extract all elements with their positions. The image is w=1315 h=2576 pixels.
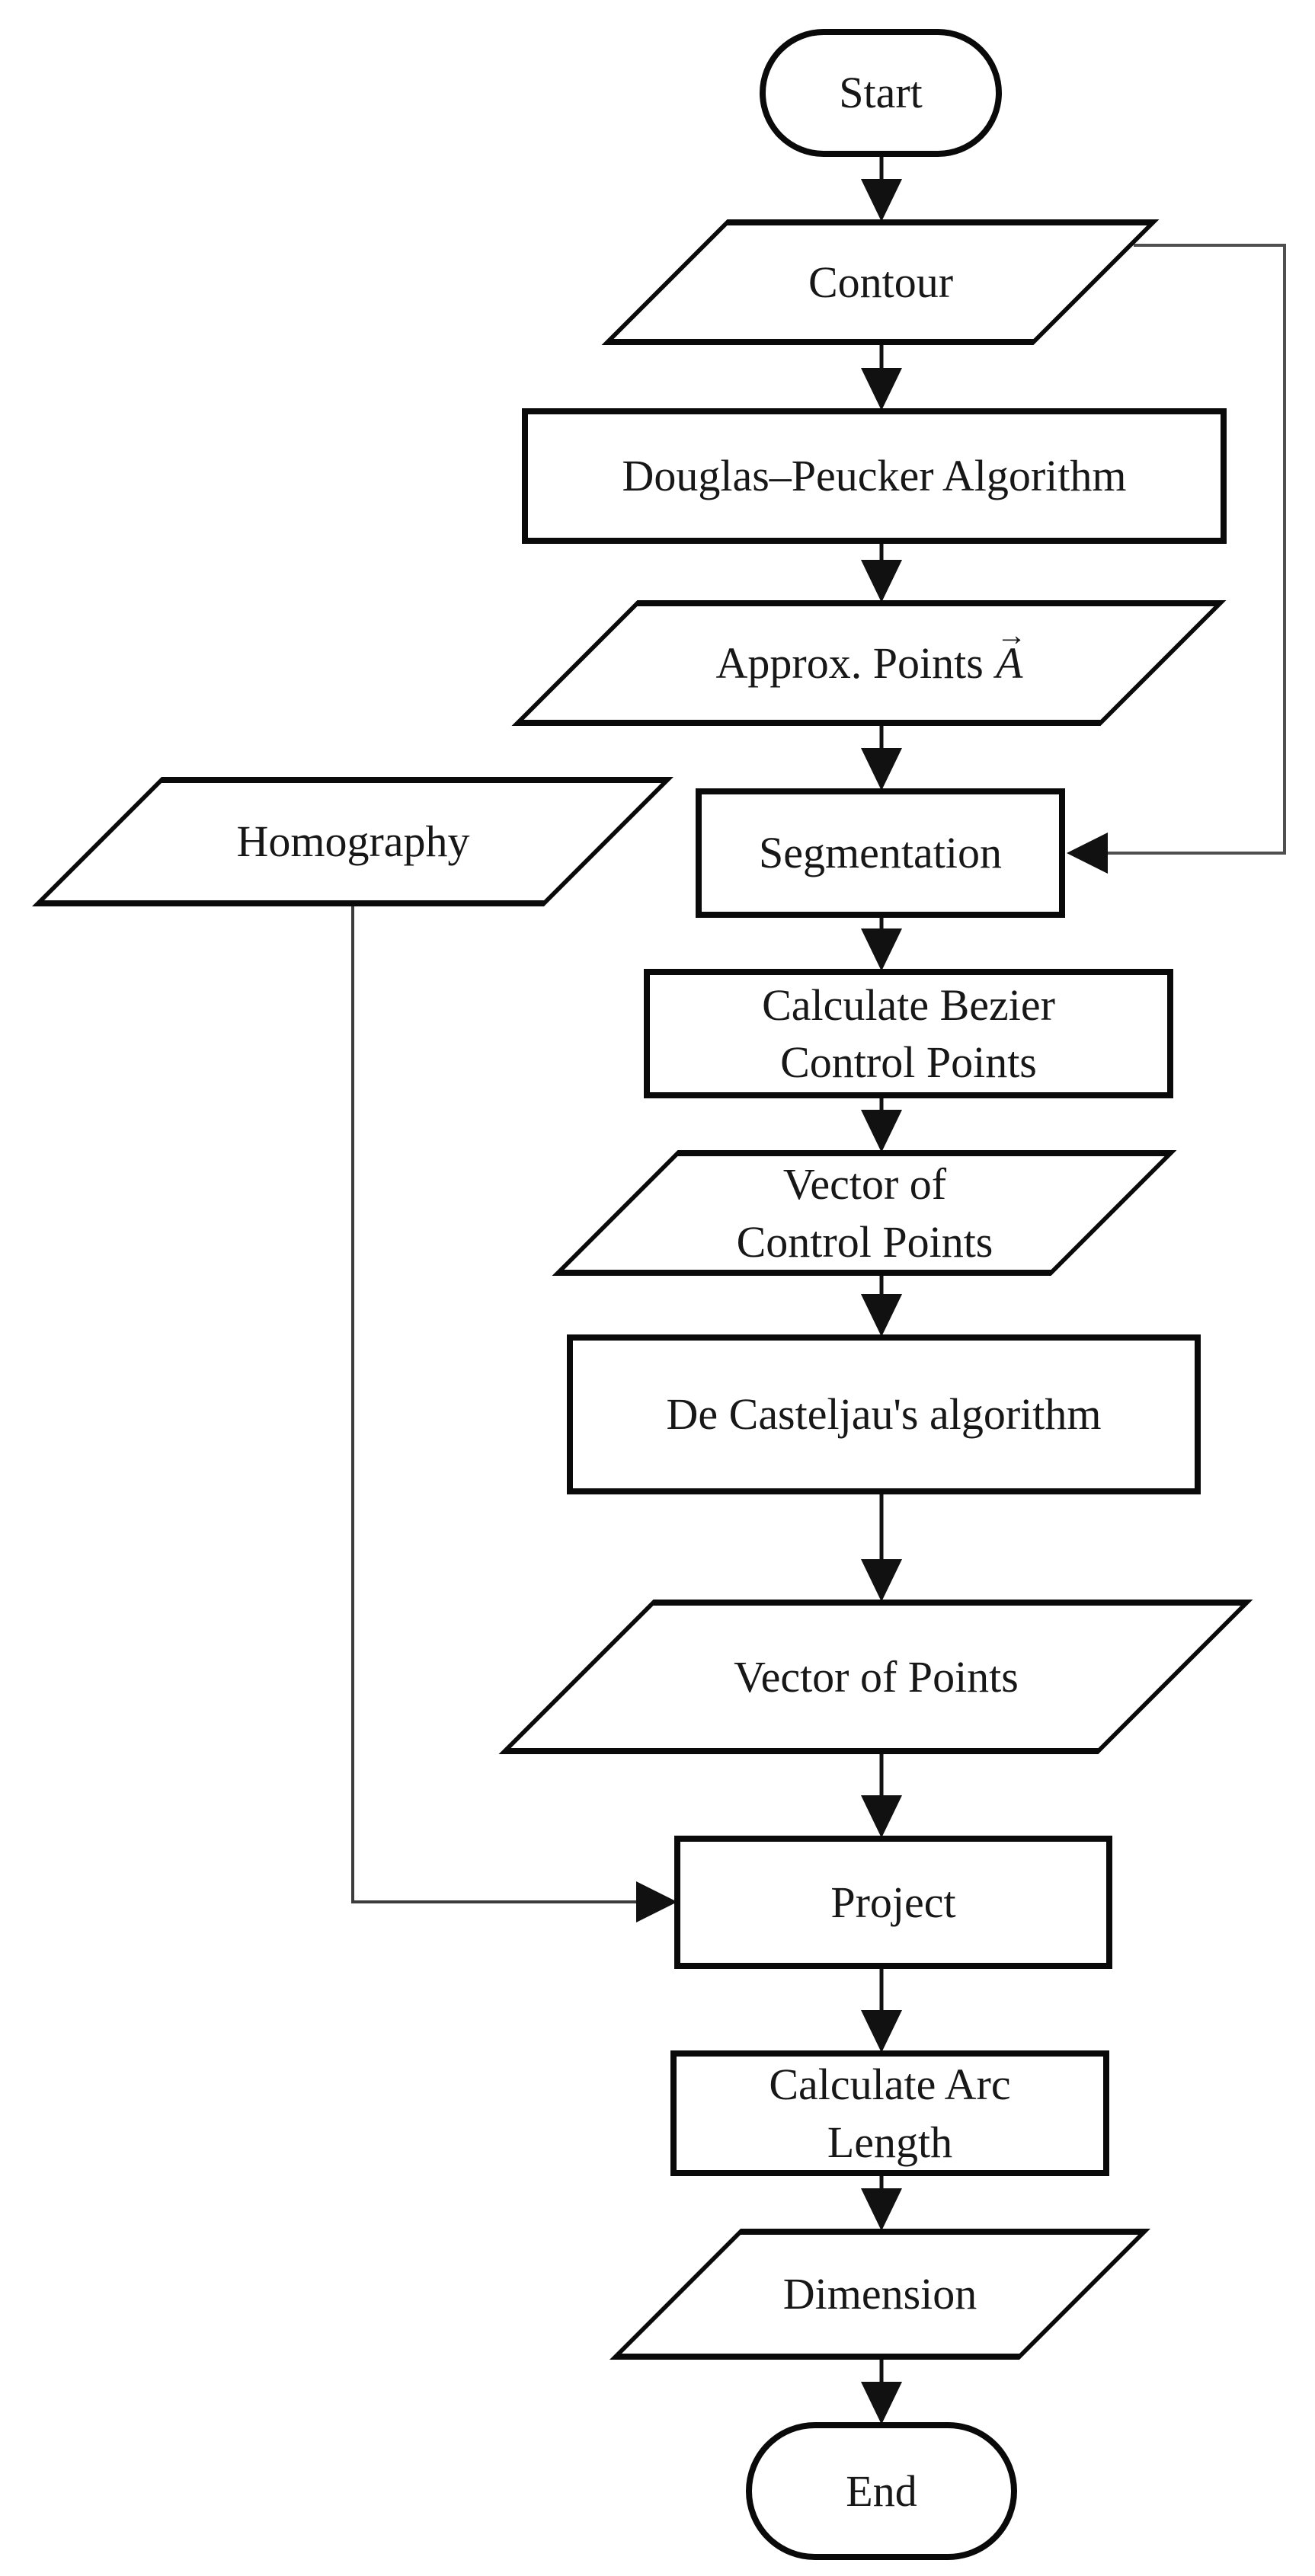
node-calculate-bezier-label: Calculate Bezier Control Points [762,980,1055,1087]
node-end: End [746,2422,1017,2560]
arrowhead-down-icon [861,368,902,411]
node-start-label: Start [839,68,923,118]
arrowhead-down-icon [861,2382,902,2424]
node-project: Project [674,1836,1112,1969]
edge-start-contour [861,157,902,222]
edge-vector-of-points-project [861,1754,902,1838]
vector-variable: A→ [996,618,1026,692]
edge-homography-project [351,906,677,1922]
node-calculate-arc-length: Calculate Arc Length [670,2050,1109,2176]
edge-bezier-vector-control-points [861,1098,902,1152]
edge-project-arc-length [861,1969,902,2053]
arrowhead-down-icon [861,748,902,791]
node-project-label: Project [830,1877,956,1927]
edge-dimension-end [861,2360,902,2424]
arrowhead-down-icon [861,2010,902,2053]
edge-vector-control-points-decasteljau [861,1276,902,1337]
arrowhead-right-icon [636,1881,677,1922]
edge-douglas-approx [861,544,902,602]
arrowhead-down-icon [861,560,902,602]
node-calculate-bezier: Calculate Bezier Control Points [644,969,1173,1098]
node-vector-of-points: Vector of Points [498,1600,1253,1754]
arrowhead-down-icon [861,1110,902,1152]
node-calculate-arc-length-label: Calculate Arc Length [769,2060,1011,2167]
arrowhead-down-icon [861,1559,902,1602]
arrowhead-down-icon [861,928,902,971]
node-segmentation-label: Segmentation [759,828,1002,878]
node-contour: Contour [601,219,1160,345]
vector-arrow-icon: → [996,618,1027,653]
arrowhead-down-icon [861,1294,902,1337]
vector-variable-letter: A [996,638,1023,688]
node-decasteljau-label: De Casteljau's algorithm [666,1389,1102,1440]
edge-approx-segmentation [861,726,902,791]
node-homography: Homography [32,777,674,906]
edge-decasteljau-vector-of-points [861,1494,902,1602]
edge-segmentation-bezier [861,918,902,971]
edge-arc-length-dimension [861,2176,902,2231]
node-decasteljau: De Casteljau's algorithm [567,1334,1201,1494]
node-homography-label: Homography [236,817,470,867]
edge-contour-segmentation-loop [1067,244,1286,874]
node-vector-control-points-label: Vector of Control Points [736,1159,993,1267]
node-dimension-label: Dimension [782,2269,977,2319]
node-dimension: Dimension [610,2229,1150,2360]
node-douglas-peucker-label: Douglas–Peucker Algorithm [622,451,1127,501]
node-segmentation: Segmentation [696,788,1065,918]
node-end-label: End [846,2466,917,2516]
node-douglas-peucker: Douglas–Peucker Algorithm [522,408,1227,544]
arrowhead-left-icon [1067,833,1108,874]
edge-contour-douglas [861,345,902,411]
node-contour-label: Contour [808,257,954,307]
arrowhead-down-icon [861,179,902,222]
node-vector-of-points-label: Vector of Points [734,1651,1019,1702]
node-vector-control-points: Vector of Control Points [552,1150,1177,1276]
arrowhead-down-icon [861,2188,902,2231]
node-start: Start [760,29,1002,157]
arrowhead-down-icon [861,1795,902,1838]
